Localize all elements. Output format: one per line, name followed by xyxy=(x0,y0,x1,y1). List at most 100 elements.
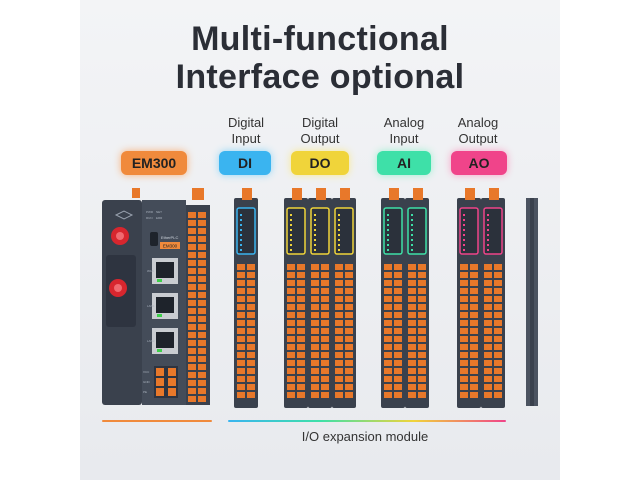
module-indicator-window xyxy=(383,207,403,255)
terminal-label: PE xyxy=(143,390,147,394)
terminal-block xyxy=(198,372,206,378)
label-digital-input: Digital Input xyxy=(211,115,281,147)
brand-text: EtherPLC xyxy=(161,235,178,240)
label-line: Digital xyxy=(301,115,339,130)
terminal-block xyxy=(198,348,206,354)
terminal-block xyxy=(198,236,206,242)
terminal-block xyxy=(188,220,196,226)
terminal-block xyxy=(198,364,206,370)
terminal-block xyxy=(198,356,206,362)
terminal-block xyxy=(188,236,196,242)
terminal-block xyxy=(188,308,196,314)
terminal-block xyxy=(188,316,196,322)
terminal-block xyxy=(188,332,196,338)
module-indicator-window xyxy=(236,207,256,255)
module-indicator-window xyxy=(310,207,330,255)
terminal-block xyxy=(198,308,206,314)
usb-c-port xyxy=(150,232,158,246)
terminal-block xyxy=(188,396,196,402)
label-analog-input: Analog Input xyxy=(369,115,439,147)
terminal-block xyxy=(198,220,206,226)
io-expansion-caption: I/O expansion module xyxy=(301,429,429,444)
terminal-block xyxy=(198,260,206,266)
terminal-block xyxy=(188,324,196,330)
terminal-block xyxy=(198,380,206,386)
module-indicator-window xyxy=(334,207,354,255)
terminal-block xyxy=(188,260,196,266)
label-line: Digital xyxy=(227,115,265,130)
terminal-block xyxy=(198,212,206,218)
badge-em300: EM300 xyxy=(121,151,187,175)
led-label: PWR xyxy=(146,210,154,214)
label-digital-output: Digital Output xyxy=(285,115,355,147)
module-indicator-window xyxy=(459,207,479,255)
io-module-slice xyxy=(332,188,356,408)
label-line: Analog xyxy=(383,115,425,130)
title-line-2: Interface optional xyxy=(175,58,465,96)
label-line: Input xyxy=(231,131,261,146)
terminal-block xyxy=(188,348,196,354)
terminal-block xyxy=(188,284,196,290)
terminal-block xyxy=(198,324,206,330)
terminal-block xyxy=(188,380,196,386)
terminal-block xyxy=(188,244,196,250)
terminal-block xyxy=(198,292,206,298)
model-tag-text: EM300 xyxy=(163,244,178,249)
label-analog-output: Analog Output xyxy=(443,115,513,147)
terminal-block xyxy=(188,340,196,346)
terminal-label: VCC xyxy=(143,370,150,374)
title-line-1: Multi-functional xyxy=(191,20,449,58)
io-module-slice xyxy=(308,188,332,408)
terminal-block xyxy=(198,244,206,250)
label-line: Output xyxy=(458,131,498,146)
terminal-block xyxy=(198,228,206,234)
terminal-block xyxy=(188,388,196,394)
terminal-block xyxy=(188,228,196,234)
label-line: Output xyxy=(300,131,340,146)
terminal-block xyxy=(188,364,196,370)
main-unit-underline xyxy=(102,420,212,422)
module-indicator-window xyxy=(407,207,427,255)
io-module-slice xyxy=(481,188,505,408)
ethernet-ports: WAN LAN1 LAN2 xyxy=(147,258,178,354)
terminal-label: GND xyxy=(143,380,151,384)
terminal-block xyxy=(188,292,196,298)
terminal-block xyxy=(198,388,206,394)
module-indicator-window xyxy=(286,207,306,255)
badge-ao: AO xyxy=(451,151,507,175)
led-label: ERR xyxy=(156,216,163,220)
terminal-block xyxy=(188,252,196,258)
terminal-block xyxy=(198,332,206,338)
badge-ai: AI xyxy=(377,151,431,175)
io-module-slice xyxy=(381,188,405,408)
badge-di: DI xyxy=(219,151,271,175)
io-module-slice xyxy=(284,188,308,408)
led-label: NET xyxy=(156,210,162,214)
terminal-block xyxy=(188,212,196,218)
module-indicator-window xyxy=(483,207,503,255)
terminal-block xyxy=(198,340,206,346)
badge-do: DO xyxy=(291,151,349,175)
port-label: WAN xyxy=(147,269,154,273)
io-module-slice xyxy=(457,188,481,408)
io-modules-underline xyxy=(228,420,506,422)
terminal-block xyxy=(198,276,206,282)
terminal-block xyxy=(188,372,196,378)
page-title: Multi-functional Interface optional xyxy=(80,20,560,96)
terminal-block xyxy=(188,276,196,282)
terminal-block xyxy=(198,316,206,322)
terminal-block xyxy=(198,252,206,258)
terminal-block xyxy=(198,300,206,306)
network-icon xyxy=(114,210,134,220)
terminal-block xyxy=(198,396,206,402)
port-label: LAN1 xyxy=(147,304,155,308)
label-line: Analog xyxy=(457,115,499,130)
io-module-slice xyxy=(234,188,258,408)
label-line: Input xyxy=(389,131,419,146)
terminal-block xyxy=(198,284,206,290)
terminal-block xyxy=(198,268,206,274)
power-terminals: VCC GND PE xyxy=(143,366,178,398)
led-label: RUN xyxy=(146,216,153,220)
model-tag xyxy=(160,242,180,249)
